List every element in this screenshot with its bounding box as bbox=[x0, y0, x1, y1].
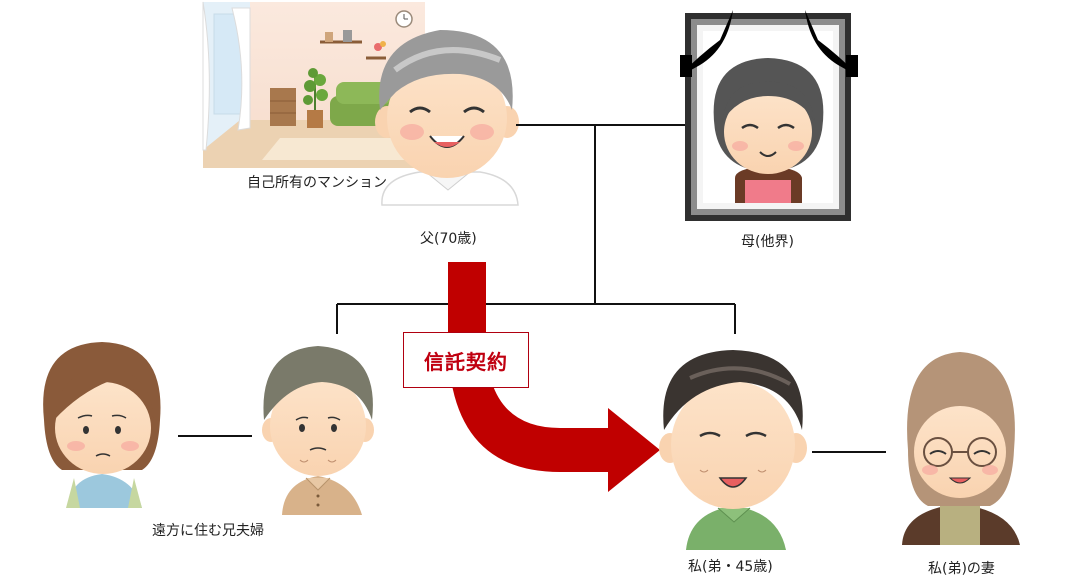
father-label: 父(70歳) bbox=[420, 231, 477, 247]
family-tree-lines bbox=[178, 124, 886, 453]
wife-illustration bbox=[902, 352, 1020, 545]
mother-portrait bbox=[680, 10, 858, 221]
apartment-label: 自己所有のマンション bbox=[247, 175, 387, 191]
trust-arrow bbox=[448, 262, 660, 492]
trust-contract-label: 信託契約 bbox=[403, 332, 529, 388]
mother-label: 母(他界) bbox=[741, 234, 794, 250]
trust-contract-text: 信託契約 bbox=[424, 349, 508, 374]
wife-label: 私(弟)の妻 bbox=[928, 561, 995, 577]
me-illustration bbox=[659, 350, 807, 550]
me-label: 私(弟・45歳) bbox=[688, 559, 773, 575]
brother-illustration bbox=[262, 346, 374, 515]
sibling-wife-illustration bbox=[43, 342, 161, 508]
siblings-label: 遠方に住む兄夫婦 bbox=[152, 523, 264, 539]
father-illustration bbox=[375, 30, 519, 206]
